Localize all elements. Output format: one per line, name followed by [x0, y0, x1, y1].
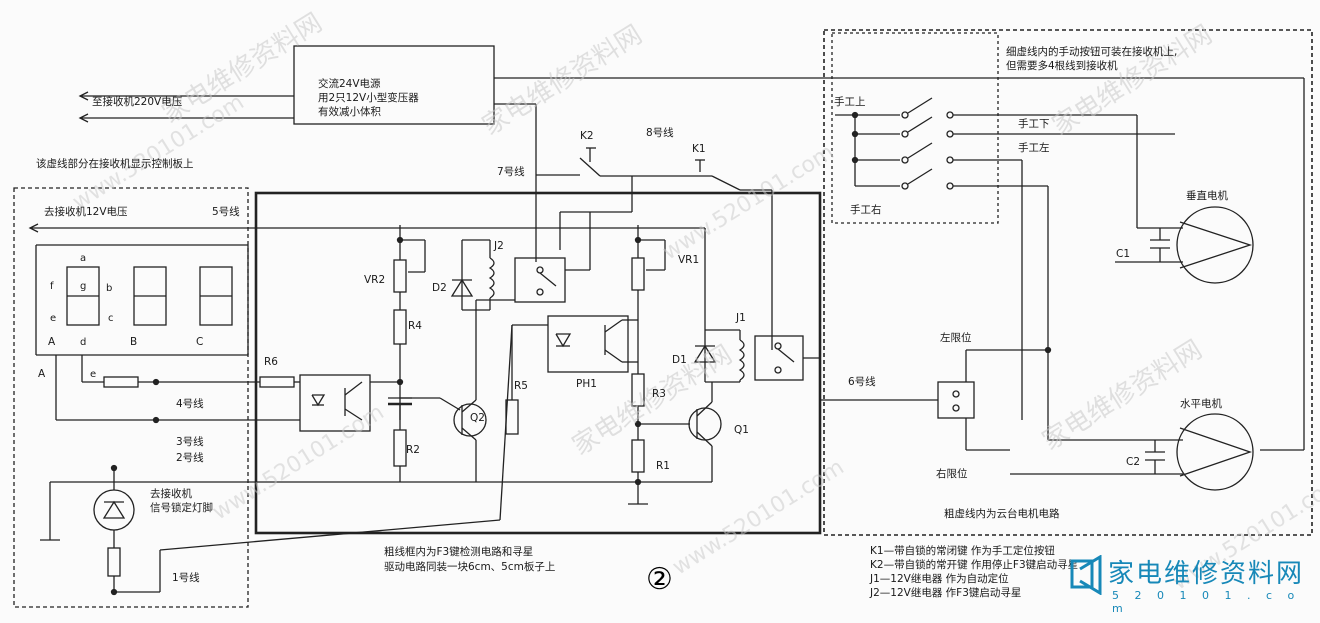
to-receiver-12v-label: 去接收机12V电压	[44, 206, 128, 218]
legend-j2: J2—12V继电器 作F3键启动寻星	[870, 587, 1022, 599]
to-receiver-220v-label: 至接收机220V电压	[92, 96, 183, 108]
lock-lamp-line2: 信号锁定灯脚	[150, 502, 213, 514]
thick-box-note-line2: 驱动电路同装一块6cm、5cm板子上	[384, 561, 556, 573]
r3-label: R3	[652, 388, 666, 400]
wire2-label: 2号线	[176, 452, 204, 464]
digit-b-label: B	[130, 336, 138, 348]
digit-c-label: C	[196, 336, 204, 348]
seg-c-label: c	[108, 313, 114, 324]
legend-k1: K1—带自锁的常闭键 作为手工定位按钮	[870, 545, 1055, 557]
coarse-box-note: 粗虚线内为云台电机电路	[944, 508, 1060, 520]
seg-d-label: d	[80, 337, 87, 348]
r2-label: R2	[406, 444, 420, 456]
j2-label: J2	[494, 240, 504, 252]
manual-note-line2: 但需要多4根线到接收机	[1006, 60, 1118, 72]
wire4-label: 4号线	[176, 398, 204, 410]
r6-label: R6	[264, 356, 278, 368]
logo-mark-icon	[1070, 555, 1102, 595]
horizontal-motor-label: 水平电机	[1180, 398, 1222, 410]
ac-box-line3: 有效减小体积	[318, 106, 381, 118]
manual-left-label: 手工左	[1018, 142, 1050, 154]
wire3-label: 3号线	[176, 436, 204, 448]
k1-label: K1	[692, 143, 706, 155]
thick-box-note-line1: 粗线框内为F3键检测电路和寻星	[384, 546, 534, 558]
r5-label: R5	[514, 380, 528, 392]
manual-down-label: 手工下	[1018, 118, 1050, 130]
c1-label: C1	[1116, 248, 1131, 260]
vertical-motor-label: 垂直电机	[1186, 190, 1228, 202]
seg-b-label: b	[106, 283, 113, 294]
seg-e-label: e	[50, 313, 57, 324]
manual-right-label: 手工右	[850, 204, 882, 216]
lock-lamp-line1: 去接收机	[150, 488, 192, 500]
d1-label: D1	[672, 354, 687, 366]
legend-k2: K2—带自锁的常开键 作用停止F3键启动寻星	[870, 559, 1079, 571]
wire7-label: 7号线	[497, 166, 525, 178]
left-limit-label: 左限位	[940, 332, 972, 344]
legend-j1: J1—12V继电器 作为自动定位	[870, 573, 1009, 585]
r1-label: R1	[656, 460, 670, 472]
figure-number: ②	[646, 562, 673, 597]
seg-e2-label: e	[90, 369, 97, 380]
logo-title: 家电维修资料网	[1108, 559, 1305, 589]
ph1-label: PH1	[576, 378, 597, 390]
seg-f-label: f	[50, 281, 54, 292]
ac-box-line2: 用2只12V小型变压器	[318, 92, 419, 104]
vr2-label: VR2	[364, 274, 386, 286]
q2-label: Q2	[470, 412, 485, 424]
wire5-label: 5号线	[212, 206, 240, 218]
wire8-label: 8号线	[646, 127, 674, 139]
ac-box-line1: 交流24V电源	[318, 78, 381, 90]
dashed-left-note: 该虚线部分在接收机显示控制板上	[36, 158, 194, 170]
right-limit-label: 右限位	[936, 468, 968, 480]
q1-label: Q1	[734, 424, 749, 436]
wire1-label: 1号线	[172, 572, 200, 584]
j1-label: J1	[736, 312, 746, 324]
logo-url: 5 2 0 1 0 1 . c o m	[1112, 589, 1301, 615]
wire-a-label: A	[38, 368, 46, 380]
manual-note-line1: 细虚线内的手动按钮可装在接收机上,	[1006, 46, 1178, 58]
k2-label: K2	[580, 130, 594, 142]
r4-label: R4	[408, 320, 422, 332]
vr1-label: VR1	[678, 254, 700, 266]
seg-a-label: a	[80, 253, 87, 264]
site-logo: 家电维修资料网 5 2 0 1 0 1 . c o m	[1070, 553, 1315, 615]
manual-up-label: 手工上	[834, 96, 866, 108]
c2-label: C2	[1126, 456, 1141, 468]
digit-a-label: A	[48, 336, 56, 348]
wire6-label: 6号线	[848, 376, 876, 388]
seg-g-label: g	[80, 281, 87, 292]
d2-label: D2	[432, 282, 447, 294]
